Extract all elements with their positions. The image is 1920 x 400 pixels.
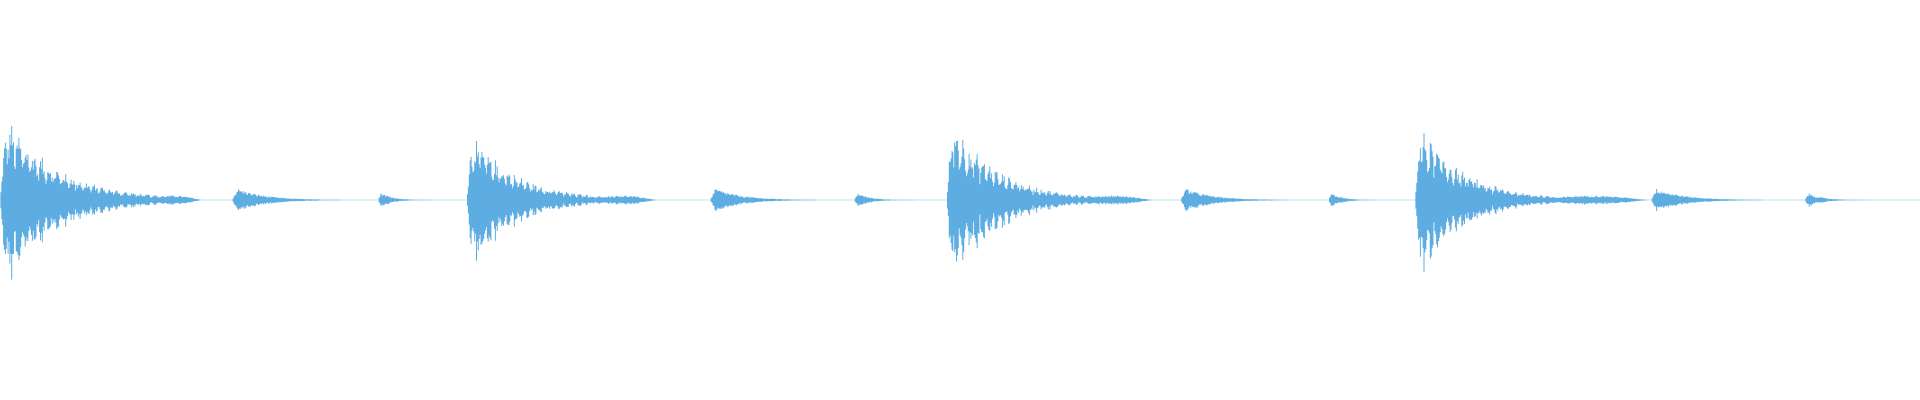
waveform-burst-hat bbox=[1181, 189, 1287, 211]
waveform-burst-tick bbox=[378, 193, 434, 206]
waveform-burst-hat bbox=[1651, 189, 1763, 212]
waveform-burst-tail bbox=[144, 195, 202, 205]
waveform-burst-kick bbox=[1415, 133, 1559, 273]
waveform-burst-kick bbox=[0, 125, 169, 280]
waveform-burst-tick bbox=[854, 193, 918, 206]
waveform-burst-tick bbox=[1329, 194, 1381, 206]
waveform-burst-kick bbox=[467, 141, 612, 261]
waveform-burst-hat bbox=[232, 189, 342, 211]
waveform-burst-hat bbox=[710, 189, 817, 211]
waveform-burst-tail bbox=[1071, 195, 1152, 205]
waveform-bursts bbox=[0, 125, 1870, 280]
waveform-burst-tail bbox=[586, 195, 657, 205]
waveform-burst-tail bbox=[1536, 195, 1648, 205]
waveform-burst-kick bbox=[947, 139, 1095, 262]
waveform-burst-tick bbox=[1805, 193, 1870, 207]
